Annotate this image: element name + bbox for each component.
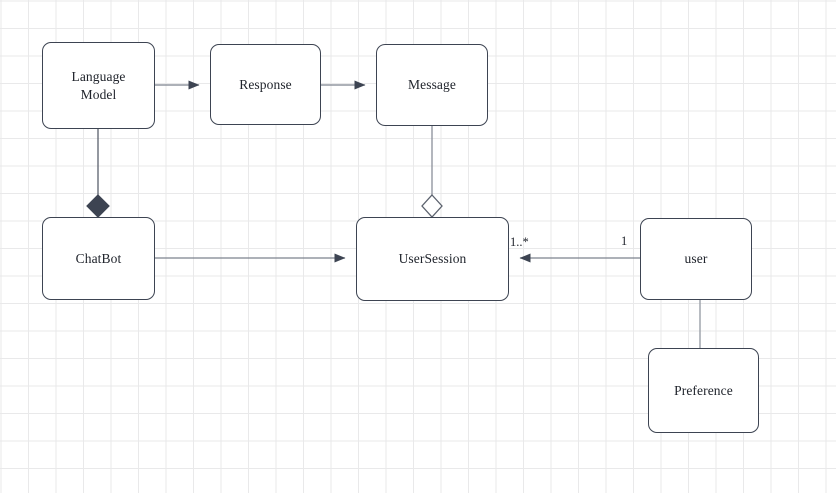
- node-message[interactable]: Message: [376, 44, 488, 126]
- node-chatbot-label: ChatBot: [75, 250, 122, 266]
- multiplicity-label-one: 1: [621, 234, 628, 248]
- node-chatbot[interactable]: ChatBot: [42, 217, 155, 300]
- node-user[interactable]: user: [640, 218, 752, 300]
- node-response[interactable]: Response: [210, 44, 321, 125]
- node-language-model-label: Language Model: [71, 68, 126, 102]
- edge-message-to-usersession: [421, 126, 443, 218]
- node-usersession[interactable]: UserSession: [356, 217, 509, 301]
- composition-diamond-icon: [86, 194, 110, 218]
- node-response-label: Response: [239, 76, 292, 92]
- node-usersession-label: UserSession: [398, 251, 467, 267]
- aggregation-diamond-icon: [421, 194, 443, 218]
- multiplicity-label-many: 1..*: [510, 235, 529, 249]
- node-message-label: Message: [408, 77, 456, 93]
- node-preference[interactable]: Preference: [648, 348, 759, 433]
- edge-language-model-to-chatbot: [86, 129, 110, 218]
- node-preference-label: Preference: [674, 382, 733, 398]
- node-language-model[interactable]: Language Model: [42, 42, 155, 129]
- node-user-label: user: [684, 251, 708, 267]
